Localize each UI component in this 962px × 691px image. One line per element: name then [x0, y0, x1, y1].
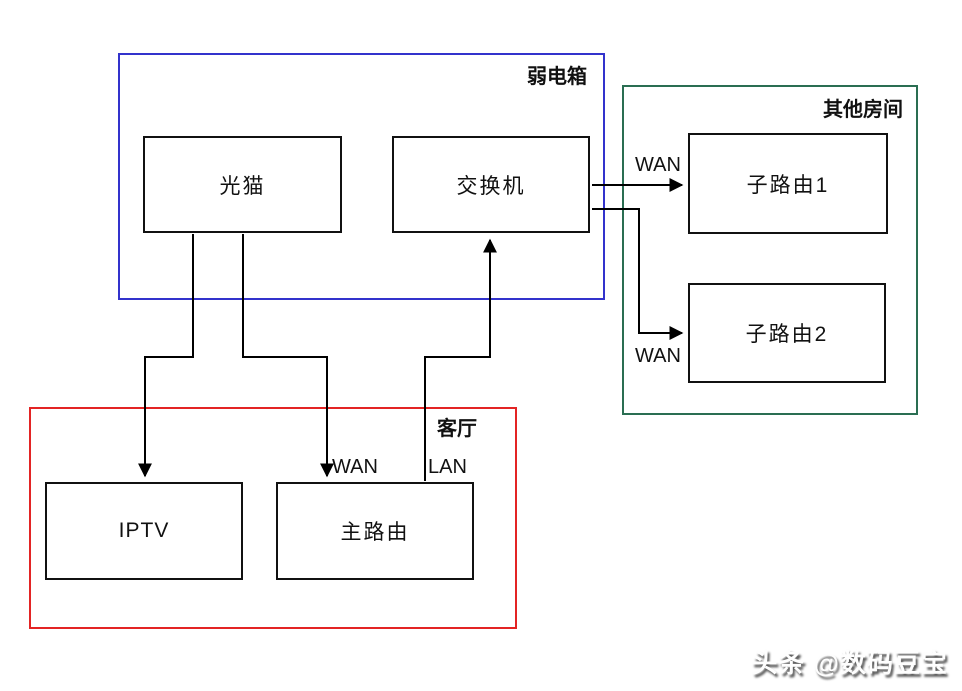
node-modem: 光猫 — [143, 136, 342, 233]
edge-label-lan-main-router: LAN — [428, 456, 467, 478]
node-main-router: 主路由 — [276, 482, 474, 580]
edge-label-wan-sub-router-2: WAN — [635, 345, 681, 367]
group-label-living-room: 客厅 — [437, 418, 477, 440]
node-sub-router-2: 子路由2 — [688, 283, 886, 383]
node-iptv: IPTV — [45, 482, 243, 580]
edge-label-wan-sub-router-1: WAN — [635, 154, 681, 176]
node-sub-router-1: 子路由1 — [688, 133, 888, 234]
group-weak-current-box — [118, 53, 605, 300]
watermark-text: 头条 @数码豆宝 — [751, 648, 948, 678]
group-label-weak-current-box: 弱电箱 — [527, 66, 587, 88]
edge-label-wan-main-router: WAN — [332, 456, 378, 478]
group-label-other-rooms: 其他房间 — [823, 99, 903, 121]
node-switch: 交换机 — [392, 136, 590, 233]
